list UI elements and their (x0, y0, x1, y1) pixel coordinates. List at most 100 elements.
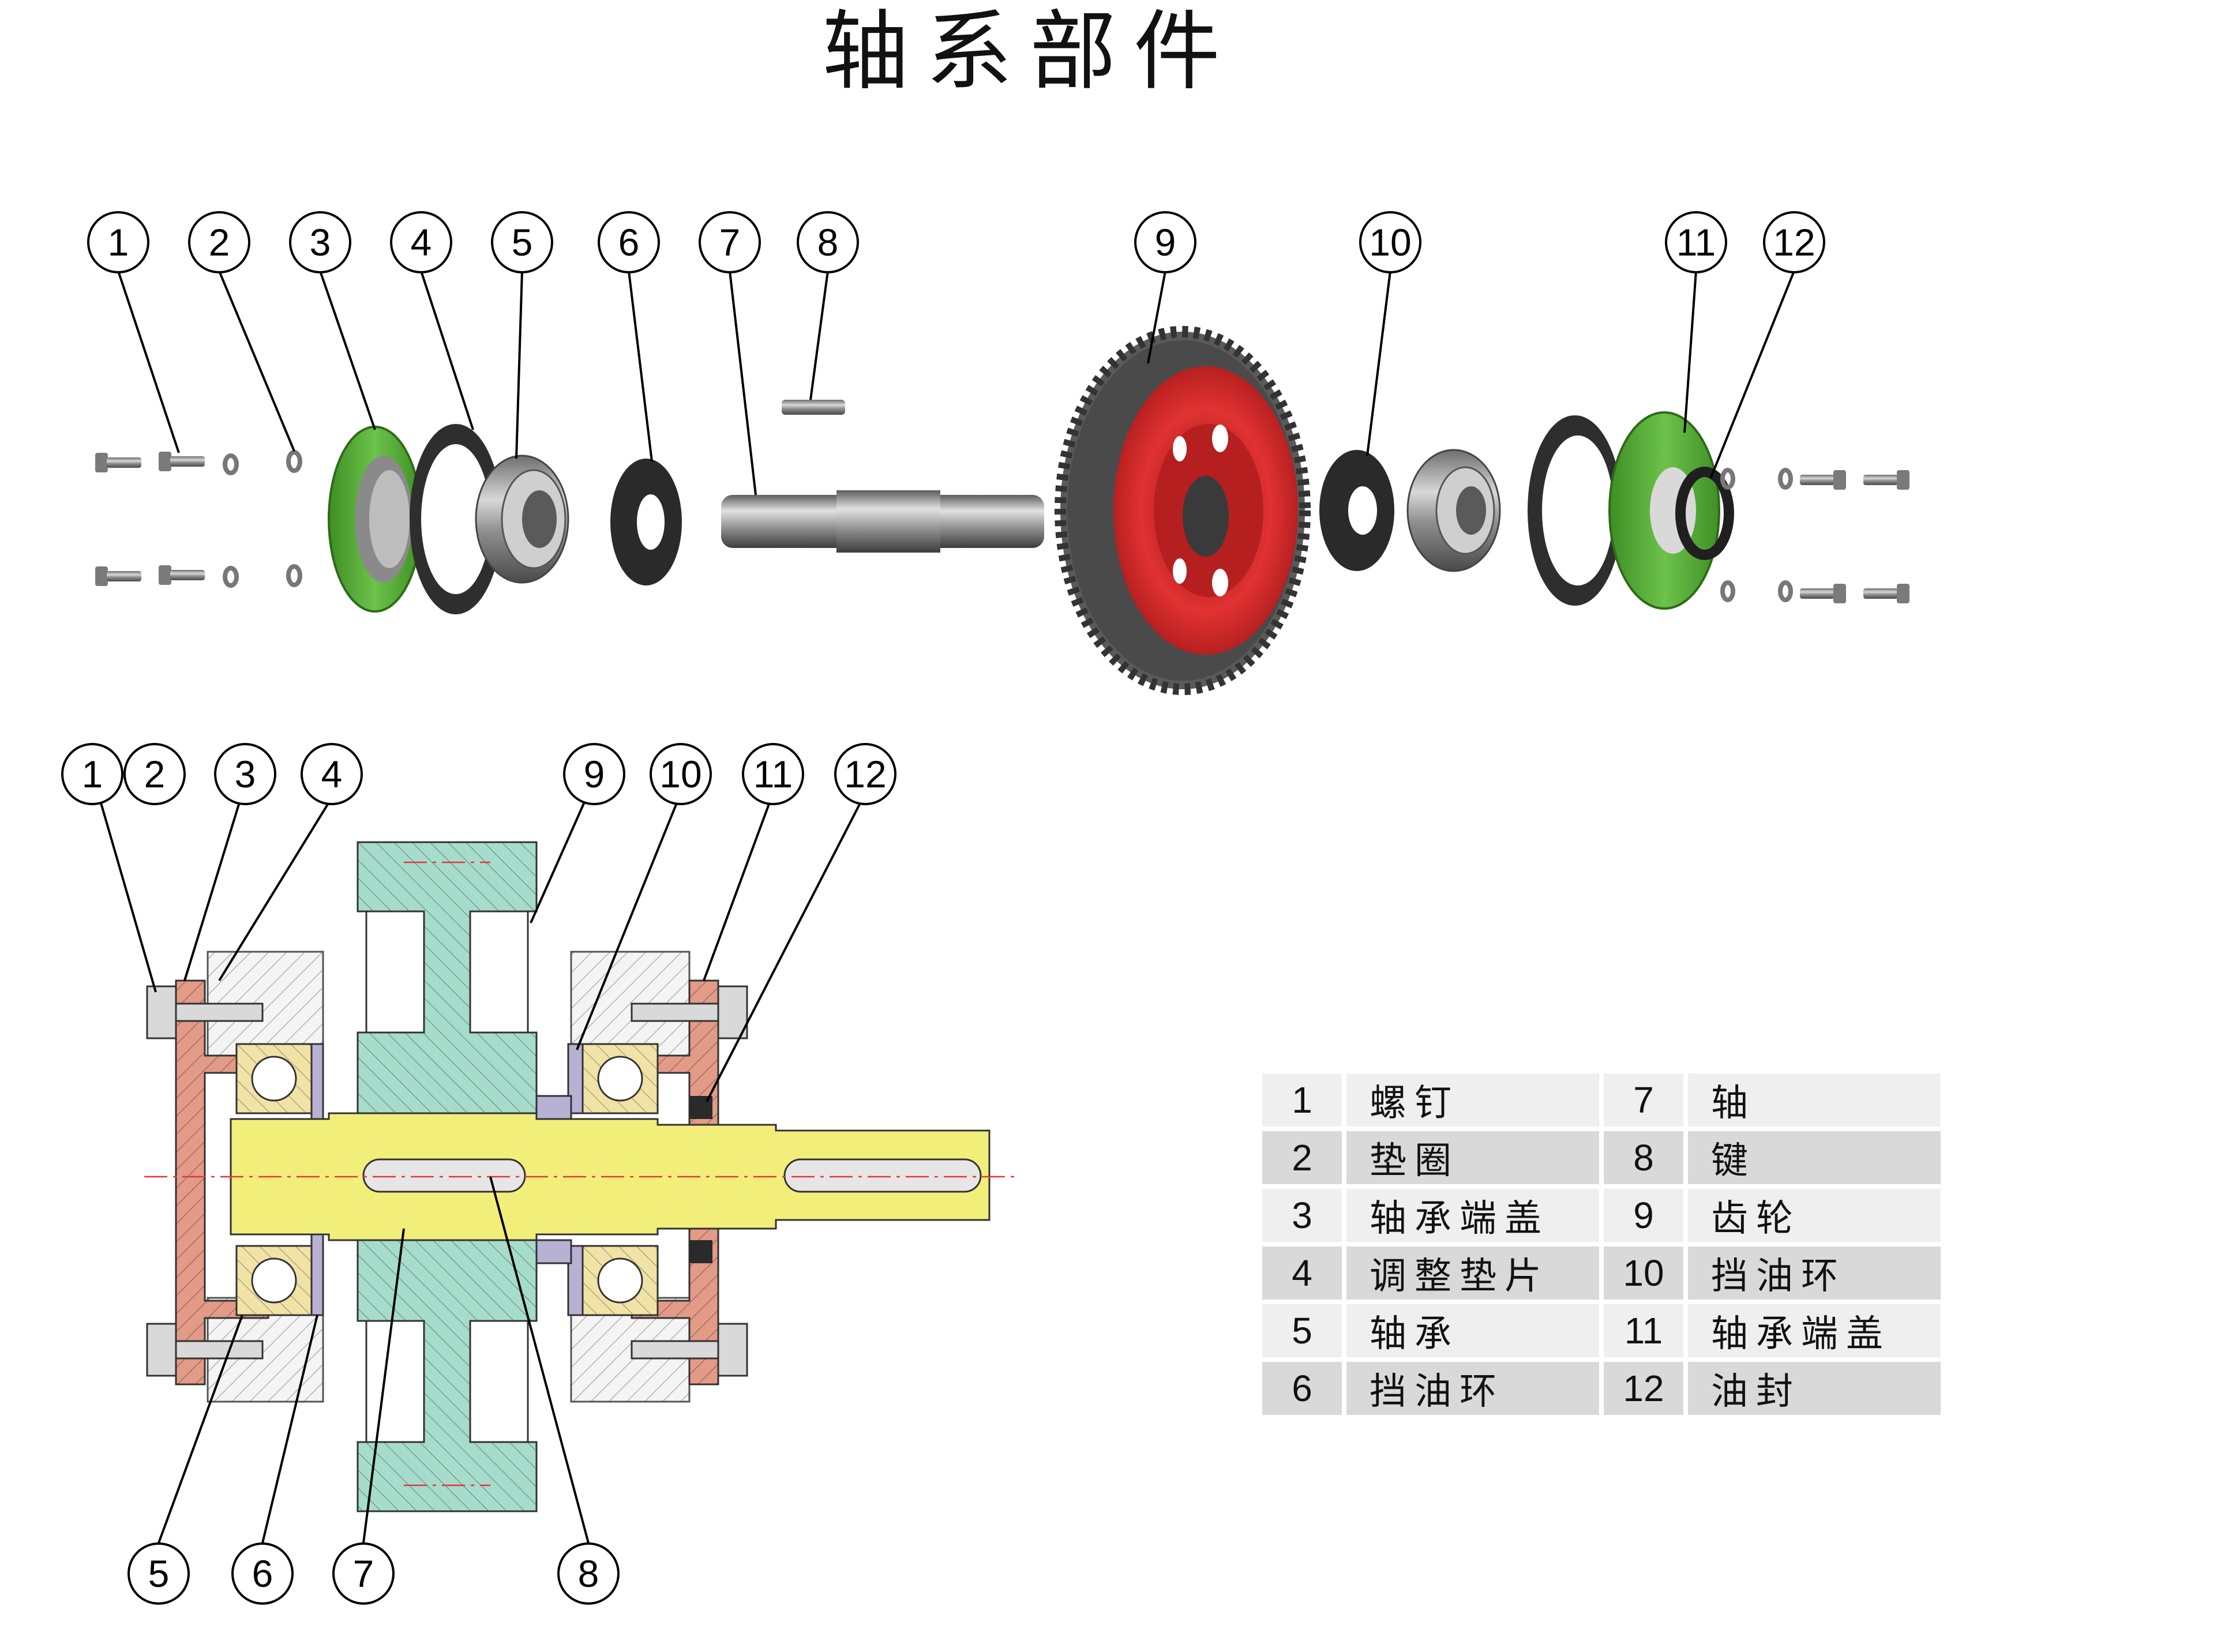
adjusting-shim-right (1528, 415, 1622, 606)
callout-number: 12 (844, 753, 886, 795)
callout-number: 8 (817, 221, 839, 264)
callout-5: 5 (127, 1542, 190, 1605)
callout-number: 4 (321, 753, 343, 795)
part-number: 9 (1604, 1189, 1683, 1242)
part-name: 轴 (1688, 1073, 1941, 1127)
end-cover-left-section (175, 979, 269, 1386)
bearing-part-5 (475, 455, 569, 584)
part-name: 垫圈 (1346, 1131, 1599, 1184)
callout-8: 8 (557, 1542, 620, 1605)
callout-11: 11 (1665, 211, 1727, 273)
callout-number: 12 (1773, 221, 1815, 264)
callout-4: 4 (390, 211, 452, 273)
callout-number: 3 (235, 753, 256, 795)
callout-number: 7 (353, 1552, 374, 1595)
oil-seal-part-12 (1675, 467, 1734, 560)
bearing-end-cover-part-3 (328, 426, 422, 613)
page-title: 轴系部件 (821, 2, 1237, 102)
part-name: 油封 (1688, 1362, 1941, 1415)
callout-3: 3 (289, 211, 351, 273)
part-name: 轴承端盖 (1688, 1304, 1941, 1357)
oil-ring-part-6 (610, 459, 682, 585)
callout-number: 8 (578, 1552, 599, 1595)
part-number: 5 (1262, 1304, 1342, 1357)
part-number: 4 (1262, 1246, 1342, 1300)
callout-number: 9 (584, 753, 605, 795)
callout-number: 1 (82, 753, 103, 795)
callout-5: 5 (491, 211, 553, 273)
part-name: 挡油环 (1346, 1362, 1599, 1415)
bolts-section (146, 985, 748, 1377)
callout-12: 12 (1763, 211, 1825, 273)
part-name: 挡油环 (1688, 1246, 1941, 1300)
callout-6: 6 (598, 211, 660, 273)
callout-1: 1 (87, 211, 149, 273)
callout-6: 6 (231, 1542, 294, 1605)
callout-12: 12 (834, 743, 896, 805)
callout-number: 7 (719, 221, 741, 264)
callout-3: 3 (214, 743, 276, 805)
part-number: 11 (1604, 1304, 1683, 1357)
callout-number: 9 (1155, 221, 1176, 264)
part-number: 6 (1262, 1362, 1342, 1415)
callout-11: 11 (742, 743, 804, 805)
gear-section (357, 841, 538, 1512)
part-name: 轴承端盖 (1346, 1189, 1599, 1242)
bolt-right (1800, 470, 1909, 603)
callout-number: 5 (148, 1552, 170, 1595)
part-name: 键 (1688, 1131, 1941, 1184)
part-name: 轴承 (1346, 1304, 1599, 1357)
part-name: 调整垫片 (1346, 1246, 1599, 1300)
callout-1: 1 (61, 743, 123, 805)
bearings-section (235, 1043, 659, 1316)
callout-number: 11 (1676, 221, 1716, 264)
bearing-end-cover-part-11 (1608, 411, 1720, 610)
callout-number: 4 (411, 221, 432, 264)
part-name: 齿轮 (1688, 1189, 1941, 1242)
oil-ring-part-10 (1319, 450, 1394, 571)
part-number: 1 (1262, 1073, 1342, 1127)
callout-number: 10 (659, 753, 701, 795)
callout-number: 3 (310, 221, 331, 264)
callout-2: 2 (123, 743, 186, 805)
callout-number: 2 (209, 221, 230, 264)
callout-number: 1 (108, 221, 129, 264)
callout-number: 11 (753, 753, 793, 795)
callout-number: 10 (1369, 221, 1411, 264)
shaft-part-7 (721, 490, 1044, 553)
adjusting-shim-part-4 (410, 424, 502, 614)
key-part-8 (782, 400, 845, 415)
part-number: 7 (1604, 1073, 1683, 1127)
callout-10: 10 (1359, 211, 1421, 273)
part-number: 3 (1262, 1189, 1342, 1242)
bolt-part-1-left (95, 452, 205, 586)
callout-number: 6 (618, 221, 640, 264)
callout-4: 4 (301, 743, 363, 805)
washer-right (1720, 468, 1793, 602)
callout-8: 8 (797, 211, 859, 273)
callout-10: 10 (650, 743, 712, 805)
callout-2: 2 (188, 211, 250, 273)
washer-part-2-left (223, 450, 302, 588)
gear-part-9 (1055, 326, 1311, 695)
callout-number: 2 (144, 753, 166, 795)
callout-9: 9 (563, 743, 625, 805)
part-number: 2 (1262, 1131, 1342, 1184)
part-number: 12 (1604, 1362, 1683, 1415)
oil-seal-section-lower (689, 1240, 712, 1263)
bearing-right (1406, 449, 1501, 572)
part-number: 8 (1604, 1131, 1683, 1184)
callout-9: 9 (1134, 211, 1196, 273)
callout-7: 7 (332, 1542, 395, 1605)
callout-number: 5 (512, 221, 533, 264)
part-name: 螺钉 (1346, 1073, 1599, 1127)
